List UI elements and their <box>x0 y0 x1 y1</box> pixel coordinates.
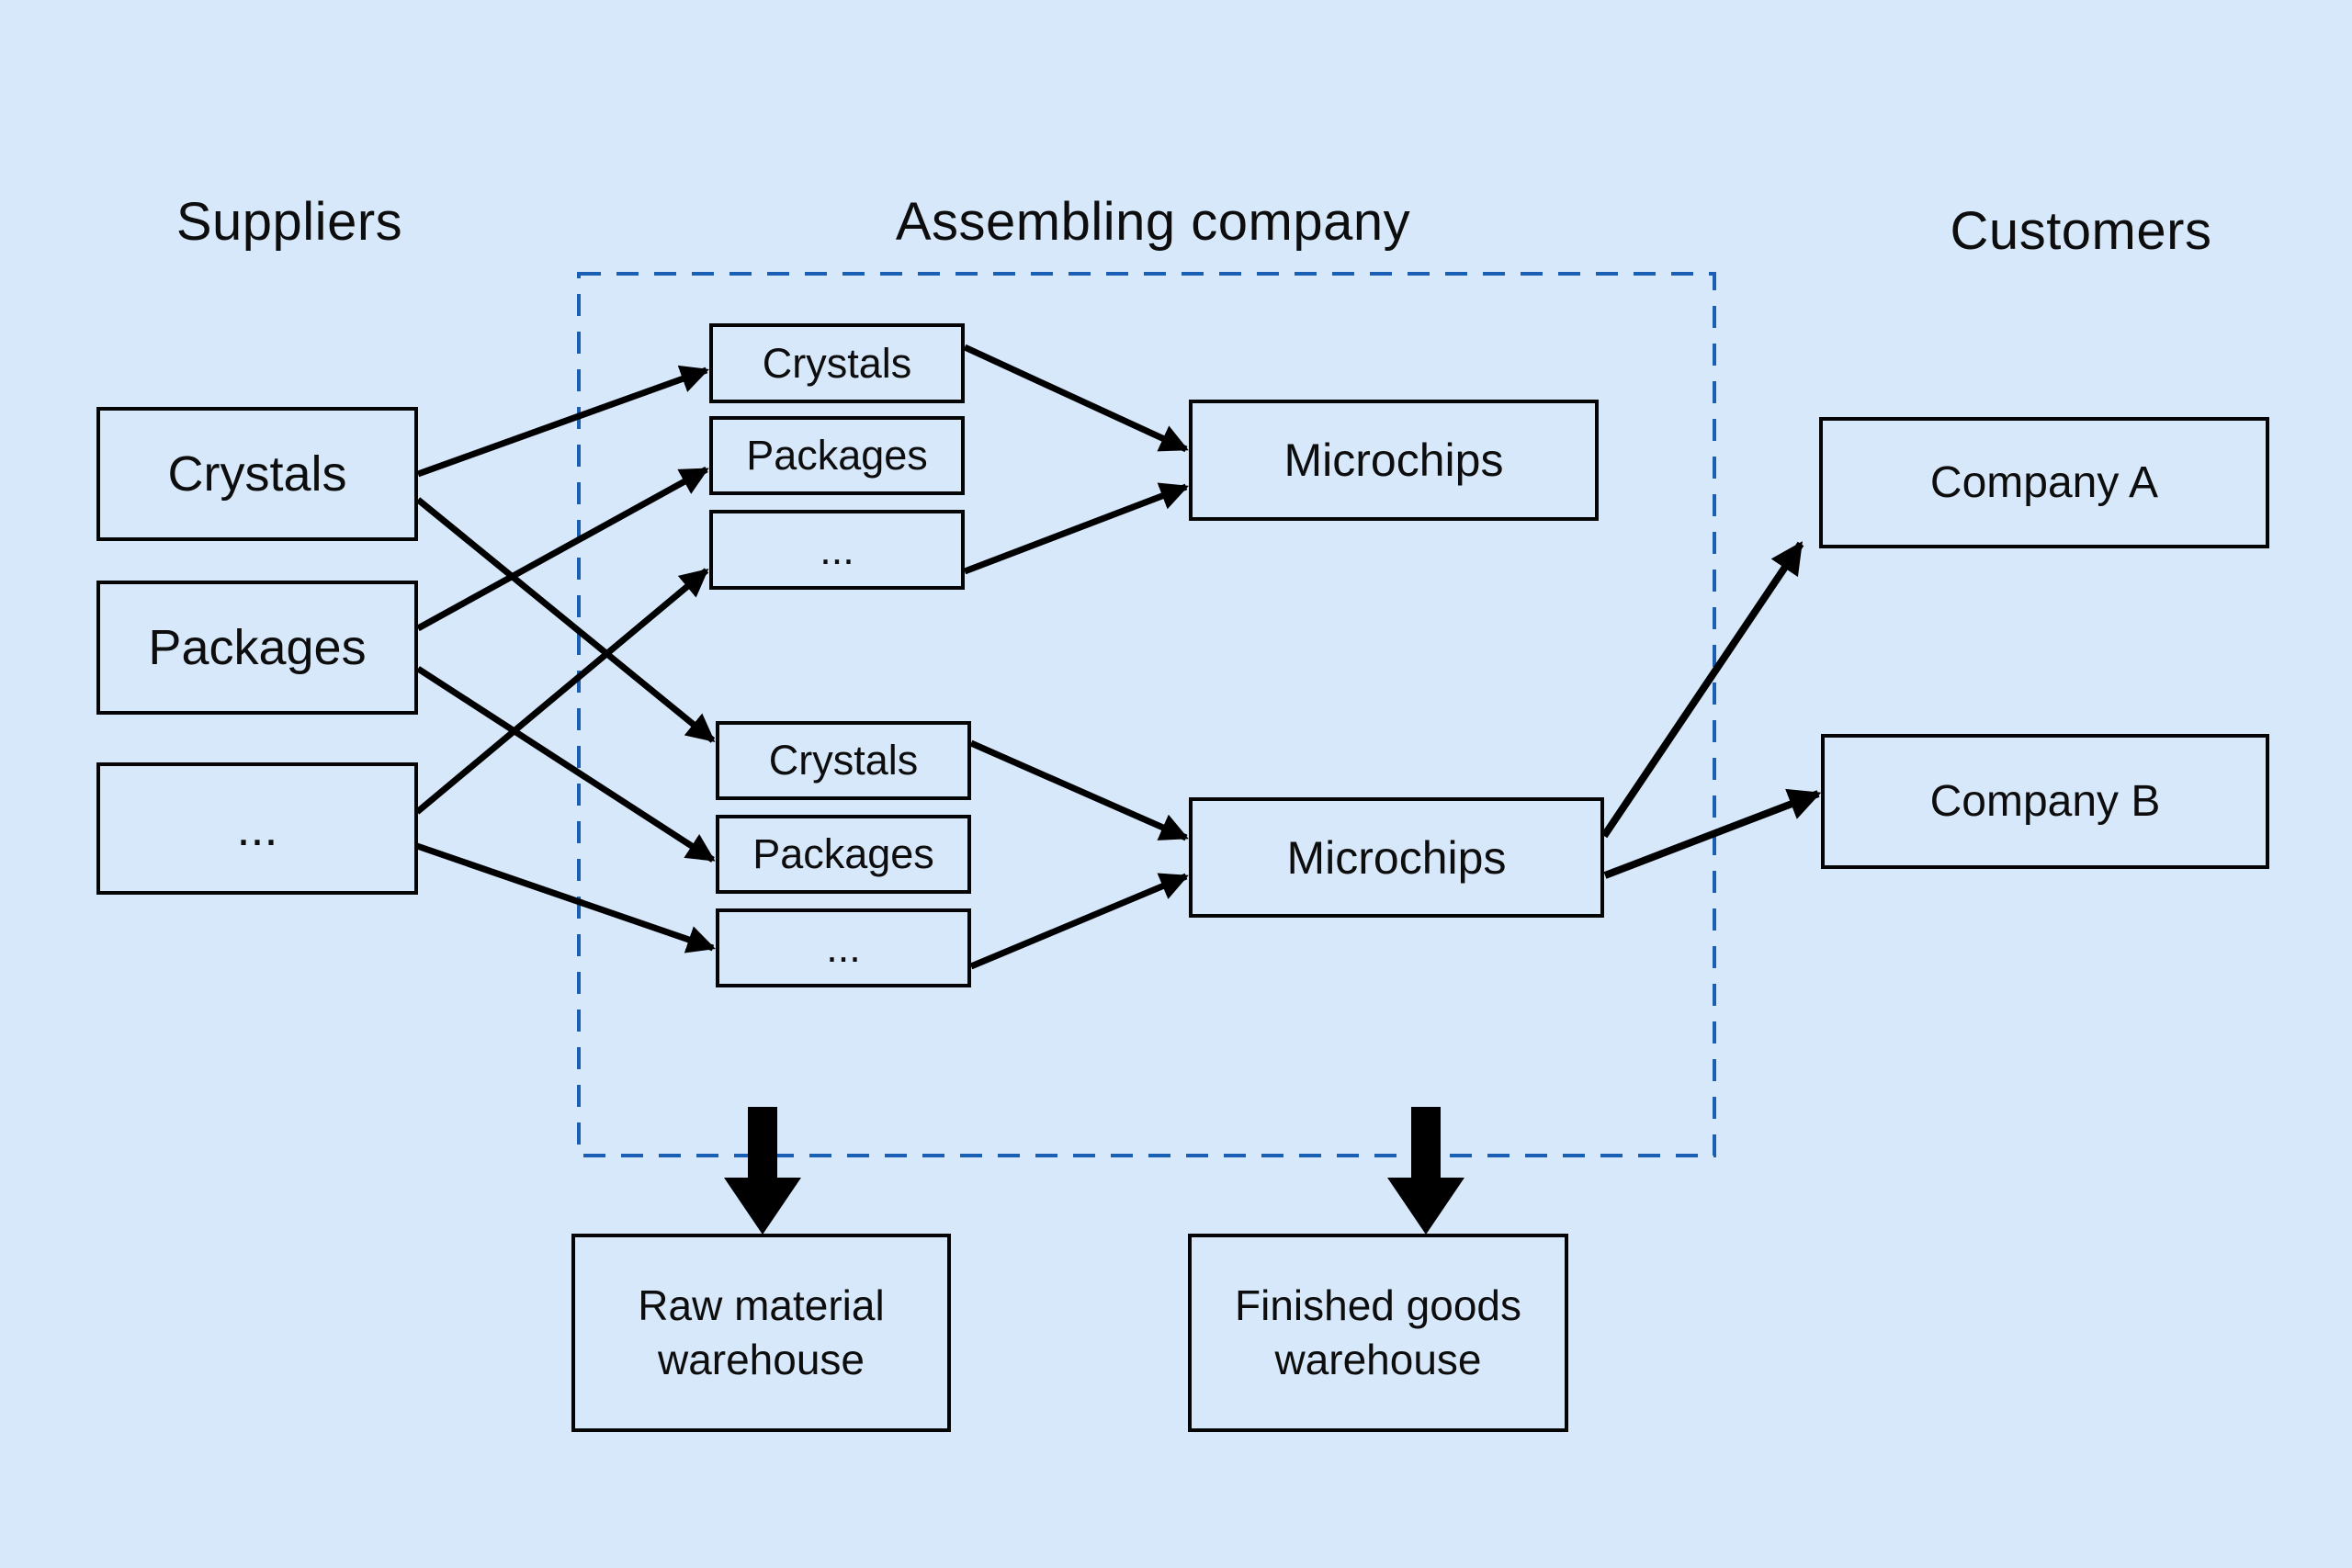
arrow-microchips-to-company-a <box>1600 541 1804 839</box>
line2-microchips-box: Microchips <box>1189 797 1604 918</box>
company-b-label: Company B <box>1929 777 2161 826</box>
supplier-dots-label: ... <box>236 801 278 856</box>
line1-microchips-box: Microchips <box>1189 400 1599 521</box>
arrow-line1-dots-to-microchips <box>963 482 1189 575</box>
line2-microchips-label: Microchips <box>1286 831 1507 884</box>
line2-dots-label: ... <box>826 924 861 971</box>
line1-microchips-label: Microchips <box>1283 434 1504 486</box>
supplier-dots-box: ... <box>96 762 418 895</box>
company-a-label: Company A <box>1929 458 2159 507</box>
arrow-dots-to-line1-dots <box>414 568 709 815</box>
arrow-crystals-to-line1-crystals <box>416 365 709 478</box>
suppliers-heading: Suppliers <box>175 192 403 252</box>
arrow-microchips-to-company-b <box>1603 788 1822 879</box>
arrow-packages-to-line1-packages <box>416 466 709 632</box>
arrow-packages-to-line2-packages <box>416 666 716 863</box>
line2-crystals-box: Crystals <box>716 721 971 800</box>
line1-dots-label: ... <box>820 525 854 573</box>
arrow-line2-dots-to-microchips <box>969 873 1189 970</box>
company-a-box: Company A <box>1819 417 2269 548</box>
company-b-box: Company B <box>1821 734 2269 869</box>
line2-dots-box: ... <box>716 908 971 987</box>
line1-dots-box: ... <box>709 510 965 590</box>
assembling-company-heading: Assembling company <box>895 192 1411 252</box>
supplier-crystals-label: Crystals <box>167 446 347 502</box>
raw-material-warehouse-label: Raw material warehouse <box>638 1281 885 1383</box>
arrow-dots-to-line2-dots <box>415 842 716 953</box>
line1-crystals-box: Crystals <box>709 323 965 403</box>
supplier-packages-box: Packages <box>96 581 418 715</box>
finished-goods-warehouse-label: Finished goods warehouse <box>1235 1281 1521 1383</box>
line1-packages-box: Packages <box>709 416 965 495</box>
line2-packages-box: Packages <box>716 815 971 894</box>
arrow-line1-crystals-to-microchips <box>963 344 1189 453</box>
line2-packages-label: Packages <box>752 830 934 877</box>
block-arrow-to-finished-warehouse-icon <box>1387 1107 1464 1235</box>
arrow-line2-crystals-to-microchips <box>969 739 1189 841</box>
arrow-crystals-to-line2-crystals <box>415 497 716 743</box>
assembling-company-dashed-border <box>577 272 1716 1157</box>
finished-goods-warehouse-box: Finished goods warehouse <box>1188 1234 1568 1432</box>
line1-crystals-label: Crystals <box>762 339 912 387</box>
line1-packages-label: Packages <box>746 432 928 479</box>
block-arrow-to-raw-warehouse-icon <box>724 1107 801 1235</box>
line2-crystals-label: Crystals <box>768 737 919 784</box>
supplier-packages-label: Packages <box>148 620 367 675</box>
raw-material-warehouse-box: Raw material warehouse <box>571 1234 951 1432</box>
customers-heading: Customers <box>1950 201 2212 261</box>
supplier-crystals-box: Crystals <box>96 407 418 541</box>
